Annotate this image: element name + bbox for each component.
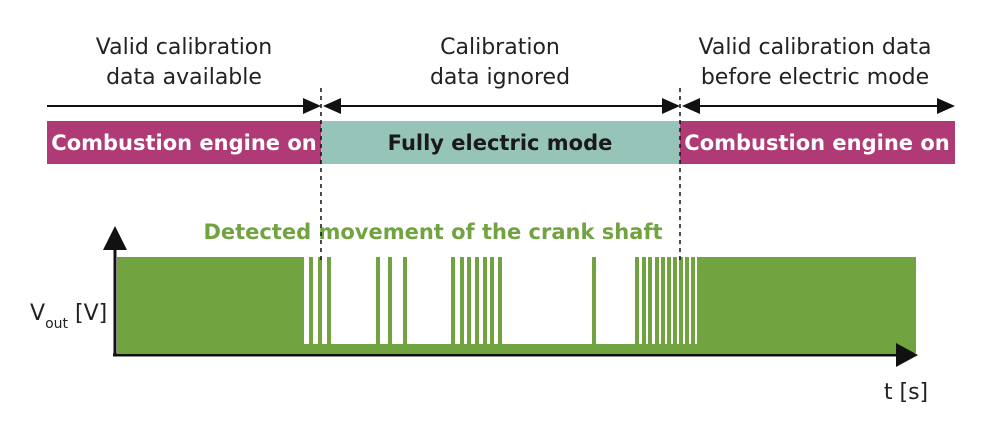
- arrowhead-right-2: [662, 98, 680, 114]
- signal-pulse-23: [685, 257, 689, 353]
- signal-pulse-10: [475, 257, 479, 353]
- y-axis-label-main: V: [30, 301, 45, 326]
- signal-pulse-21: [673, 257, 677, 353]
- signal-pulses: [309, 257, 695, 353]
- phase-labels: Valid calibration data available Calibra…: [96, 35, 932, 90]
- mode-bars: Combustion engine on Fully electric mode…: [47, 121, 955, 164]
- phase-2-line-2: data ignored: [430, 65, 570, 90]
- mode-bar-electric: [321, 121, 680, 164]
- signal-block-end: [697, 257, 916, 353]
- arrowhead-right-1: [303, 98, 321, 114]
- signal-pulse-2: [318, 257, 322, 353]
- signal-pulse-22: [679, 257, 683, 353]
- signal-pulse-1: [309, 257, 313, 353]
- y-axis-label-unit: [V]: [68, 301, 107, 326]
- y-axis-label-sub: out: [45, 316, 68, 332]
- mode-label-combustion-1: Combustion engine on: [51, 131, 316, 155]
- x-axis-label: t [s]: [884, 380, 928, 405]
- signal-pulse-14: [592, 257, 596, 353]
- signal-pulse-19: [661, 257, 665, 353]
- phase-boundaries: [320, 88, 681, 262]
- signal-pulse-6: [403, 257, 407, 353]
- signal-graph: Detected movement of the crank shaft Vou…: [30, 220, 928, 405]
- signal-pulse-13: [498, 257, 502, 353]
- mode-label-combustion-2: Combustion engine on: [684, 131, 949, 155]
- mode-label-electric: Fully electric mode: [388, 131, 613, 155]
- signal-pulse-11: [483, 257, 487, 353]
- signal-pulse-18: [655, 257, 659, 353]
- signal-pulse-9: [467, 257, 471, 353]
- signal-pulse-7: [451, 257, 455, 353]
- x-axis-arrowhead: [896, 343, 918, 367]
- signal-pulse-3: [327, 257, 331, 353]
- y-axis-arrowhead: [103, 226, 127, 250]
- signal-pulse-17: [648, 257, 652, 353]
- mode-bar-combustion-1: [47, 121, 321, 164]
- signal-pulse-16: [642, 257, 646, 353]
- arrowhead-right-3: [937, 98, 955, 114]
- phase-timeline: [47, 98, 955, 114]
- y-axis-label: Vout [V]: [30, 301, 107, 332]
- mode-bar-combustion-2: [680, 121, 955, 164]
- signal-pulse-4: [376, 257, 380, 353]
- signal-pulse-20: [667, 257, 671, 353]
- signal-title: Detected movement of the crank shaft: [203, 220, 662, 244]
- phase-2-line-1: Calibration: [440, 35, 560, 60]
- signal-pulse-15: [635, 257, 639, 353]
- phase-3-line-2: before electric mode: [701, 65, 929, 90]
- signal-pulse-24: [691, 257, 695, 353]
- signal-pulse-5: [388, 257, 392, 353]
- signal-block-start: [117, 257, 304, 353]
- phase-1-line-1: Valid calibration: [96, 35, 272, 60]
- phase-3-line-1: Valid calibration data: [699, 35, 932, 60]
- signal-pulse-8: [460, 257, 464, 353]
- signal-pulse-12: [490, 257, 494, 353]
- phase-1-line-2: data available: [106, 65, 262, 90]
